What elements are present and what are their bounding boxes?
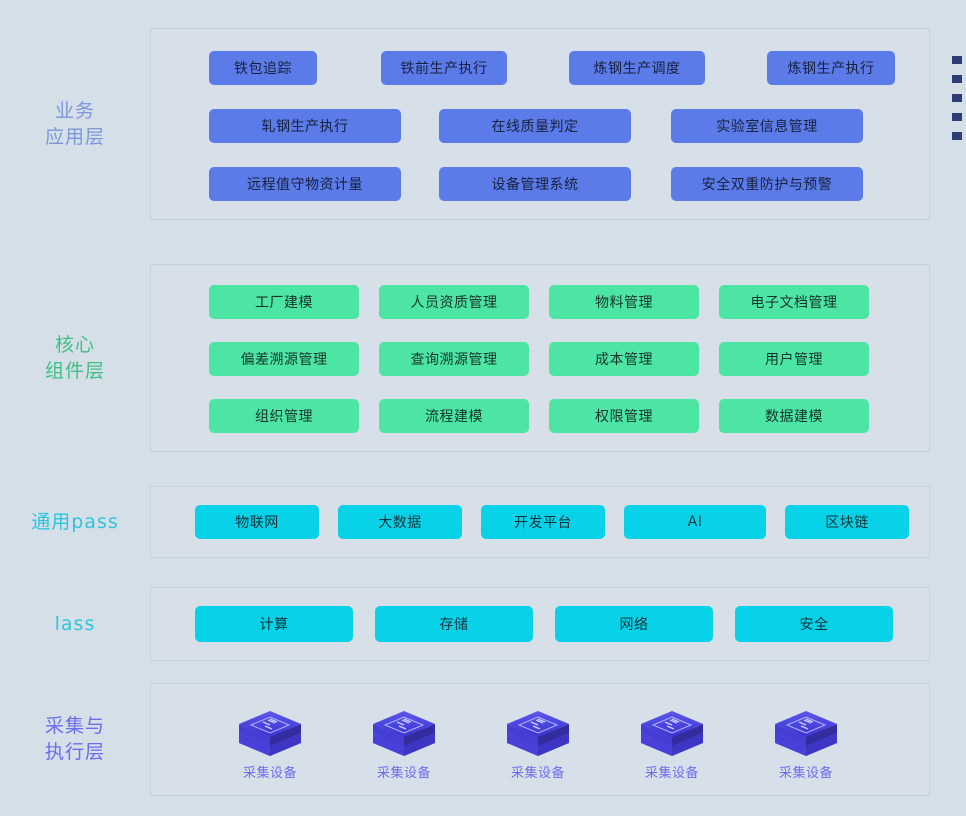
node-rolling-production-execution[interactable]: 轧钢生产执行 — [209, 109, 401, 143]
layer-panel-core-component: 工厂建模 人员资质管理 物料管理 电子文档管理 偏差溯源管理 查询溯源管理 成本… — [150, 264, 930, 452]
node-row: 工厂建模 人员资质管理 物料管理 电子文档管理 — [151, 285, 966, 319]
device-caption: 采集设备 — [242, 765, 297, 781]
device-caption: 采集设备 — [376, 765, 431, 781]
node-electronic-document-management[interactable]: 电子文档管理 — [719, 285, 869, 319]
node-big-data[interactable]: 大数据 — [338, 505, 462, 539]
node-deviation-traceability-management[interactable]: 偏差溯源管理 — [209, 342, 359, 376]
device-cube-icon — [369, 700, 439, 758]
node-iot[interactable]: 物联网 — [195, 505, 319, 539]
node-online-quality-judgement[interactable]: 在线质量判定 — [439, 109, 631, 143]
layer-label-business-application: 业务 应用层 — [44, 100, 105, 148]
device-caption: 采集设备 — [510, 765, 565, 781]
node-query-traceability-management[interactable]: 查询溯源管理 — [379, 342, 529, 376]
layer-panel-collection-execution: 采集设备 — [150, 682, 930, 796]
layer-label-collection-execution: 采集与 执行层 — [44, 715, 105, 763]
node-factory-modeling[interactable]: 工厂建模 — [209, 285, 359, 319]
layer-general-paas: 通用pass 物联网 大数据 开发平台 AI 区块链 — [0, 480, 966, 564]
node-cost-management[interactable]: 成本管理 — [549, 342, 699, 376]
node-process-modeling[interactable]: 流程建模 — [379, 399, 529, 433]
node-row: 偏差溯源管理 查询溯源管理 成本管理 用户管理 — [151, 342, 966, 376]
layer-business-application: 业务 应用层 铁包追踪 铁前生产执行 炼钢生产调度 炼钢生产执行 轧钢生产执行 … — [0, 14, 966, 234]
node-compute[interactable]: 计算 — [195, 606, 353, 642]
node-blockchain[interactable]: 区块链 — [785, 505, 909, 539]
node-iron-ladle-tracking[interactable]: 铁包追踪 — [209, 51, 317, 85]
node-permission-management[interactable]: 权限管理 — [549, 399, 699, 433]
node-ai[interactable]: AI — [624, 505, 766, 539]
edge-marker — [952, 56, 962, 64]
edge-marker — [952, 75, 962, 83]
node-material-management[interactable]: 物料管理 — [549, 285, 699, 319]
node-row: 物联网 大数据 开发平台 AI 区块链 — [151, 505, 966, 539]
node-row: 计算 存储 网络 安全 — [151, 606, 966, 642]
layer-iaas: lass 计算 存储 网络 安全 — [0, 582, 966, 666]
node-laboratory-information-management[interactable]: 实验室信息管理 — [671, 109, 863, 143]
node-row: 远程值守物资计量 设备管理系统 安全双重防护与预警 — [151, 167, 966, 201]
device-item[interactable]: 采集设备 — [471, 700, 605, 781]
device-row: 采集设备 — [151, 700, 966, 781]
layer-collection-execution: 采集与 执行层 — [0, 682, 966, 796]
edge-marker — [952, 113, 962, 121]
edge-legend-markers — [952, 56, 966, 151]
node-security[interactable]: 安全 — [735, 606, 893, 642]
node-data-modeling[interactable]: 数据建模 — [719, 399, 869, 433]
node-organization-management[interactable]: 组织管理 — [209, 399, 359, 433]
node-network[interactable]: 网络 — [555, 606, 713, 642]
device-item[interactable]: 采集设备 — [337, 700, 471, 781]
layer-label-core-component: 核心 组件层 — [44, 334, 105, 382]
node-row: 轧钢生产执行 在线质量判定 实验室信息管理 — [151, 109, 966, 143]
layer-label-iaas: lass — [54, 613, 96, 635]
node-steelmaking-production-execution[interactable]: 炼钢生产执行 — [767, 51, 895, 85]
layer-core-component: 核心 组件层 工厂建模 人员资质管理 物料管理 电子文档管理 偏差溯源管理 查询… — [0, 256, 966, 460]
node-safety-dual-prevention-and-warning[interactable]: 安全双重防护与预警 — [671, 167, 863, 201]
device-cube-icon — [235, 700, 305, 758]
device-item[interactable]: 采集设备 — [605, 700, 739, 781]
node-storage[interactable]: 存储 — [375, 606, 533, 642]
node-row: 铁包追踪 铁前生产执行 炼钢生产调度 炼钢生产执行 — [151, 51, 966, 85]
device-item[interactable]: 采集设备 — [203, 700, 337, 781]
device-cube-icon — [771, 700, 841, 758]
layer-panel-business-application: 铁包追踪 铁前生产执行 炼钢生产调度 炼钢生产执行 轧钢生产执行 在线质量判定 … — [150, 28, 930, 220]
node-row: 组织管理 流程建模 权限管理 数据建模 — [151, 399, 966, 433]
device-cube-icon — [637, 700, 707, 758]
node-user-management[interactable]: 用户管理 — [719, 342, 869, 376]
node-development-platform[interactable]: 开发平台 — [481, 505, 605, 539]
edge-marker — [952, 132, 962, 140]
node-pre-iron-production-execution[interactable]: 铁前生产执行 — [381, 51, 507, 85]
node-remote-unattended-material-metering[interactable]: 远程值守物资计量 — [209, 167, 401, 201]
layer-panel-iaas: 计算 存储 网络 安全 — [150, 587, 930, 661]
layer-panel-general-paas: 物联网 大数据 开发平台 AI 区块链 — [150, 486, 930, 558]
edge-marker — [952, 94, 962, 102]
node-steelmaking-production-scheduling[interactable]: 炼钢生产调度 — [569, 51, 705, 85]
node-personnel-qualification-management[interactable]: 人员资质管理 — [379, 285, 529, 319]
node-equipment-management-system[interactable]: 设备管理系统 — [439, 167, 631, 201]
device-item[interactable]: 采集设备 — [739, 700, 873, 781]
device-caption: 采集设备 — [644, 765, 699, 781]
device-caption: 采集设备 — [778, 765, 833, 781]
device-cube-icon — [503, 700, 573, 758]
layer-label-general-paas: 通用pass — [31, 511, 119, 533]
